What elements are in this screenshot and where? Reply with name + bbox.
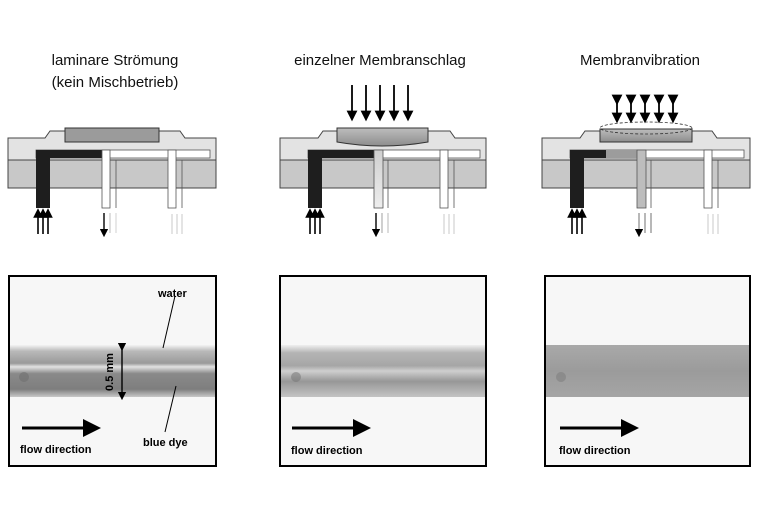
flow-arrows-2 (305, 208, 455, 238)
membrane-stroke-arrows (346, 85, 414, 122)
panel-3-title: Membranvibration (530, 50, 750, 72)
channel-photo-2: flow direction (279, 275, 487, 467)
panel-2-title: einzelner Membranschlag (270, 50, 490, 72)
channel-photo-1: water 0.5 mm blue dye flow direction (8, 275, 217, 467)
panel-3-title-line1: Membranvibration (579, 52, 701, 69)
flow-direction-label-2: flow direction (291, 445, 363, 457)
membrane-vibration-arrows (611, 94, 679, 124)
panel-2-title-line1: einzelner Membranschlag (294, 52, 466, 69)
flow-direction-label-1: flow direction (20, 444, 92, 456)
flow-direction-label-3: flow direction (559, 445, 631, 457)
channel-photo-3: flow direction (544, 275, 751, 467)
flow-arrows-1 (33, 208, 183, 238)
water-label: water (157, 288, 187, 300)
panel-1-title: laminare Strömung (kein Mischbetrieb) (10, 50, 220, 94)
flow-arrows-3 (567, 208, 719, 238)
water-leader-line (162, 295, 176, 349)
blue-dye-leader-line (164, 385, 177, 433)
blue-dye-label: blue dye (143, 437, 188, 449)
dimension-label: 0.5 mm (104, 353, 116, 391)
device-schematic-2 (279, 127, 487, 209)
panel-1-title-line2: (kein Mischbetrieb) (51, 74, 179, 91)
panel-1-title-line1: laminare Strömung (51, 52, 179, 69)
device-schematic-1 (7, 127, 217, 209)
device-schematic-3 (541, 121, 751, 209)
